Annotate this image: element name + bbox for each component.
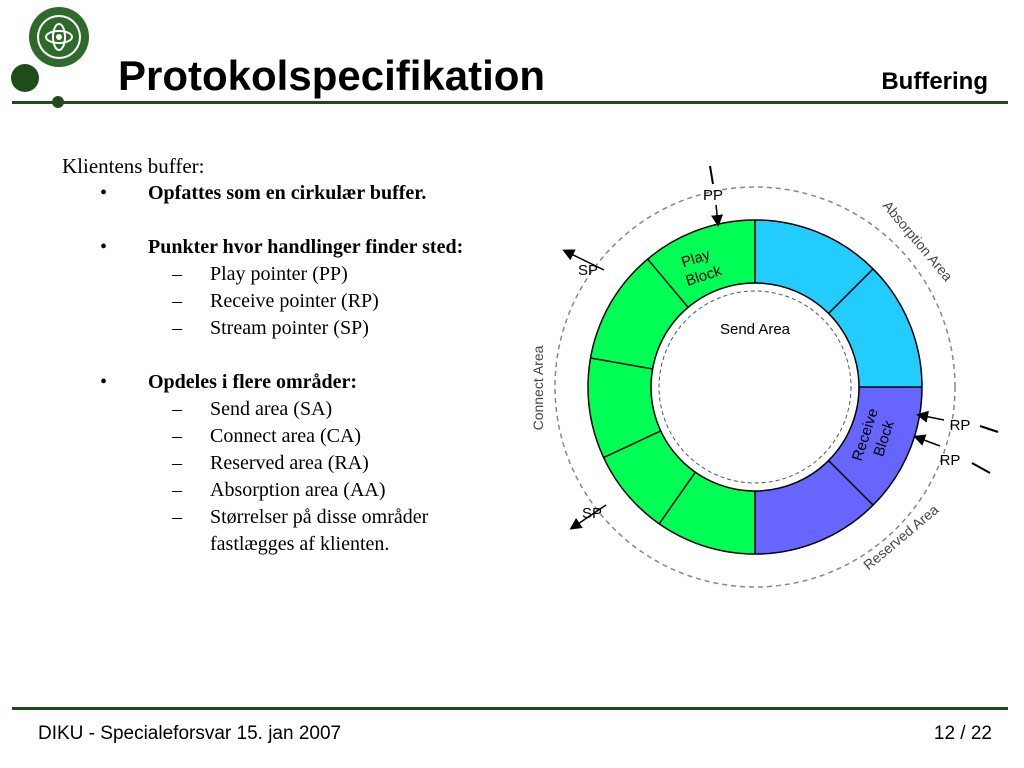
ring-divider (603, 430, 662, 459)
reserved-area-label: Reserved Area (860, 501, 941, 573)
outer-dashed-ring (554, 186, 956, 588)
send-area-label: Send Area (720, 321, 791, 338)
page-number: 12 / 22 (933, 723, 992, 744)
sub-item-aa: –Absorption area (AA) (172, 479, 386, 501)
ring-divider (658, 471, 696, 525)
logo-dot-large (11, 64, 39, 92)
pp-pointer-label: PP (703, 187, 723, 204)
sp-pointer-label-top: SP (578, 262, 598, 279)
sub-item-rp: –Receive pointer (RP) (172, 290, 379, 312)
ring-divider (828, 268, 874, 314)
section-title: Buffering (881, 68, 988, 95)
ring-divider (647, 258, 689, 308)
bullet-3: •Opdeles i flere områder: (100, 371, 358, 393)
connect-segment (588, 220, 755, 554)
university-seal-logo (29, 7, 89, 67)
slide-body: Klientens buffer: •Opfattes som en cirku… (62, 153, 522, 558)
sub-item-ca: –Connect area (CA) (172, 425, 362, 447)
rp-pointer-label-1: RP (950, 417, 971, 434)
ring-divider (590, 357, 653, 370)
bullet-1: •Opfattes som en cirkulær buffer. (100, 182, 427, 204)
sub-item-sizes: –Størrelser på disse områder fastlægges … (172, 506, 429, 555)
footer-rule (12, 707, 1008, 710)
sub-item-sp: –Stream pointer (SP) (172, 317, 369, 339)
inner-dashed-ring (658, 290, 852, 484)
bullet-2: •Punkter hvor handlinger finder sted: (100, 236, 464, 258)
connect-area-label: Connect Area (530, 345, 546, 430)
sub-item-sa: –Send area (SA) (172, 398, 333, 420)
ring-divider (828, 460, 874, 506)
footer-title: DIKU - Specialeforsvar 15. jan 2007 (38, 723, 342, 744)
rp-pointer-label-2: RP (940, 452, 961, 469)
header-rule (12, 101, 1008, 104)
sub-item-pp: –Play pointer (PP) (172, 263, 348, 285)
slide-title: Protokolspecifikation (118, 52, 546, 99)
intro-text: Klientens buffer: (62, 154, 205, 178)
circular-buffer-diagram: Send Area Play Block Receive Block Absor… (530, 165, 999, 588)
sub-item-ra: –Reserved area (RA) (172, 452, 369, 474)
